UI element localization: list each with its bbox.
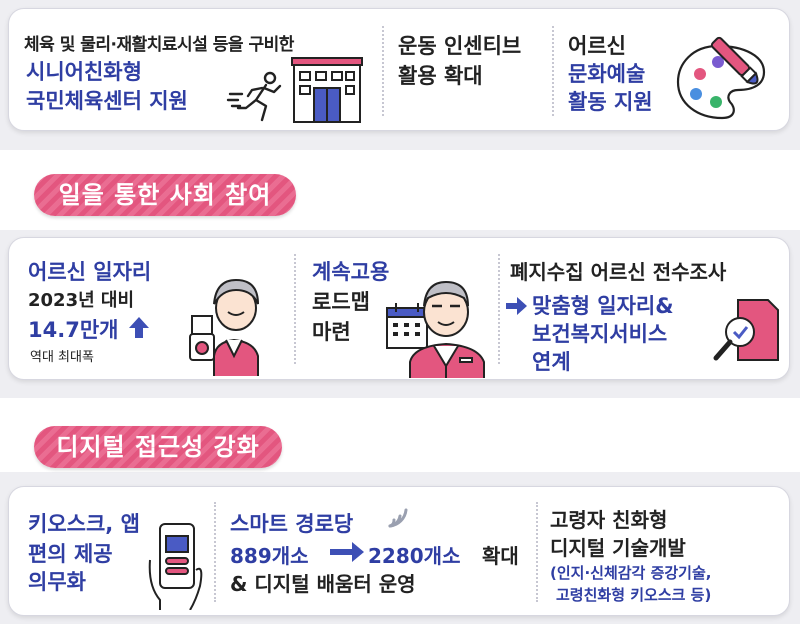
expand-usage-label: 활용 확대 [398, 64, 483, 88]
prepare-label: 마련 [312, 320, 351, 344]
building-icon [291, 57, 363, 123]
smartphone-hand-icon [148, 523, 203, 610]
divider [214, 502, 216, 602]
senior-man-icon [409, 280, 485, 378]
section1-card [8, 8, 790, 131]
divider [536, 502, 538, 602]
divider [294, 254, 296, 364]
sports-center-support-label: 국민체육센터 지원 [26, 89, 188, 113]
health-welfare-label: 보건복지서비스 [532, 322, 668, 346]
tech-examples-line2: 고령친화형 키오스크 등) [556, 586, 712, 604]
to-count-value: 2280개소 [368, 544, 461, 568]
running-person-icon [226, 71, 282, 122]
divider [498, 254, 500, 364]
arrow-up-icon [129, 317, 149, 338]
senior-woman-icon [189, 278, 259, 376]
document-search-icon [713, 299, 779, 361]
arrow-right-icon [330, 542, 364, 562]
calendar-icon [386, 303, 428, 349]
record-high-label: 역대 최대폭 [30, 350, 94, 365]
expand-label: 확대 [482, 544, 519, 568]
digital-tech-dev-label: 디지털 기술개발 [550, 536, 686, 560]
smart-senior-center-label: 스마트 경로당 [230, 512, 354, 536]
divider [552, 26, 554, 116]
continued-employment-label: 계속고용 [312, 260, 390, 284]
roadmap-label: 로드맵 [312, 290, 370, 314]
section3-card [8, 486, 790, 616]
job-count-value: 14.7만개 [28, 318, 119, 342]
divider [382, 26, 384, 116]
activity-support-label: 활동 지원 [568, 90, 653, 114]
section3-title-pill: 디지털 접근성 강화 [34, 426, 282, 468]
arrow-right-icon [506, 297, 527, 315]
seniors-label: 어르신 [568, 34, 626, 58]
senior-jobs-label: 어르신 일자리 [28, 260, 152, 284]
exercise-incentive-label: 운동 인센티브 [398, 34, 522, 58]
senior-friendly-label: 시니어친화형 [26, 60, 142, 84]
sports-center-caption: 체육 및 물리·재활치료시설 등을 구비한 [24, 35, 294, 55]
senior-friendly-tech-label: 고령자 친화형 [550, 508, 668, 532]
from-count-value: 889개소 [230, 544, 309, 568]
culture-arts-label: 문화예술 [568, 62, 646, 86]
convenience-label: 편의 제공 [28, 542, 113, 566]
section2-title-pill: 일을 통한 사회 참여 [34, 174, 296, 216]
paint-palette-icon [676, 36, 766, 120]
digital-learning-label: & 디지털 배움터 운영 [230, 572, 416, 596]
mandatory-label: 의무화 [28, 570, 86, 594]
compared-2023-label: 2023년 대비 [28, 290, 135, 311]
wifi-signal-icon [388, 508, 408, 528]
customized-jobs-label: 맞춤형 일자리& [532, 294, 674, 318]
kiosk-app-label: 키오스크, 앱 [28, 512, 140, 536]
linkage-label: 연계 [532, 350, 571, 374]
survey-label: 폐지수집 어르신 전수조사 [510, 260, 727, 284]
tech-examples-line1: (인지·신체감각 증강기술, [550, 564, 712, 582]
